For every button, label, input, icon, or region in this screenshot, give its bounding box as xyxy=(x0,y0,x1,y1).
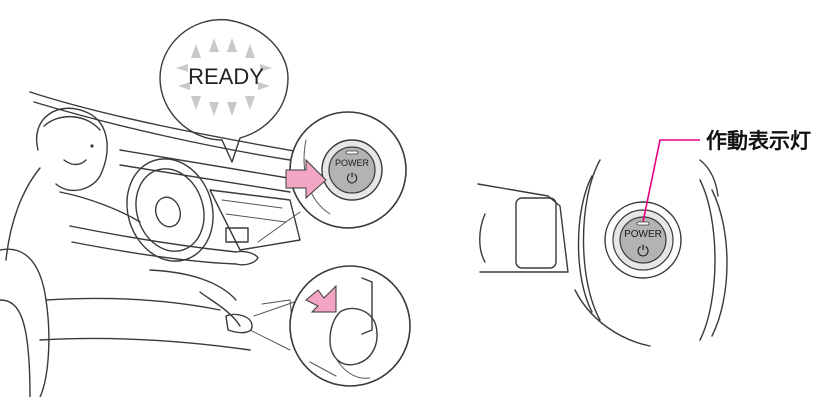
dashboard-closeup: POWER ⏻ xyxy=(478,160,727,346)
car-interior-scene xyxy=(0,92,300,397)
indicator-callout: 作動表示灯 xyxy=(643,129,811,222)
indicator-lamp-label: 作動表示灯 xyxy=(706,129,811,153)
indicator-lamp xyxy=(637,222,649,225)
brake-pedal-inset xyxy=(290,266,410,386)
power-label-left: POWER xyxy=(335,158,370,168)
power-icon-right: ⏻ xyxy=(637,243,649,260)
ready-text: READY xyxy=(188,64,264,89)
power-label-right: POWER xyxy=(624,229,662,240)
power-icon: ⏻ xyxy=(346,170,357,186)
ready-speech-bubble: READY xyxy=(160,20,288,162)
power-button-inset: POWER ⏻ xyxy=(286,112,406,228)
